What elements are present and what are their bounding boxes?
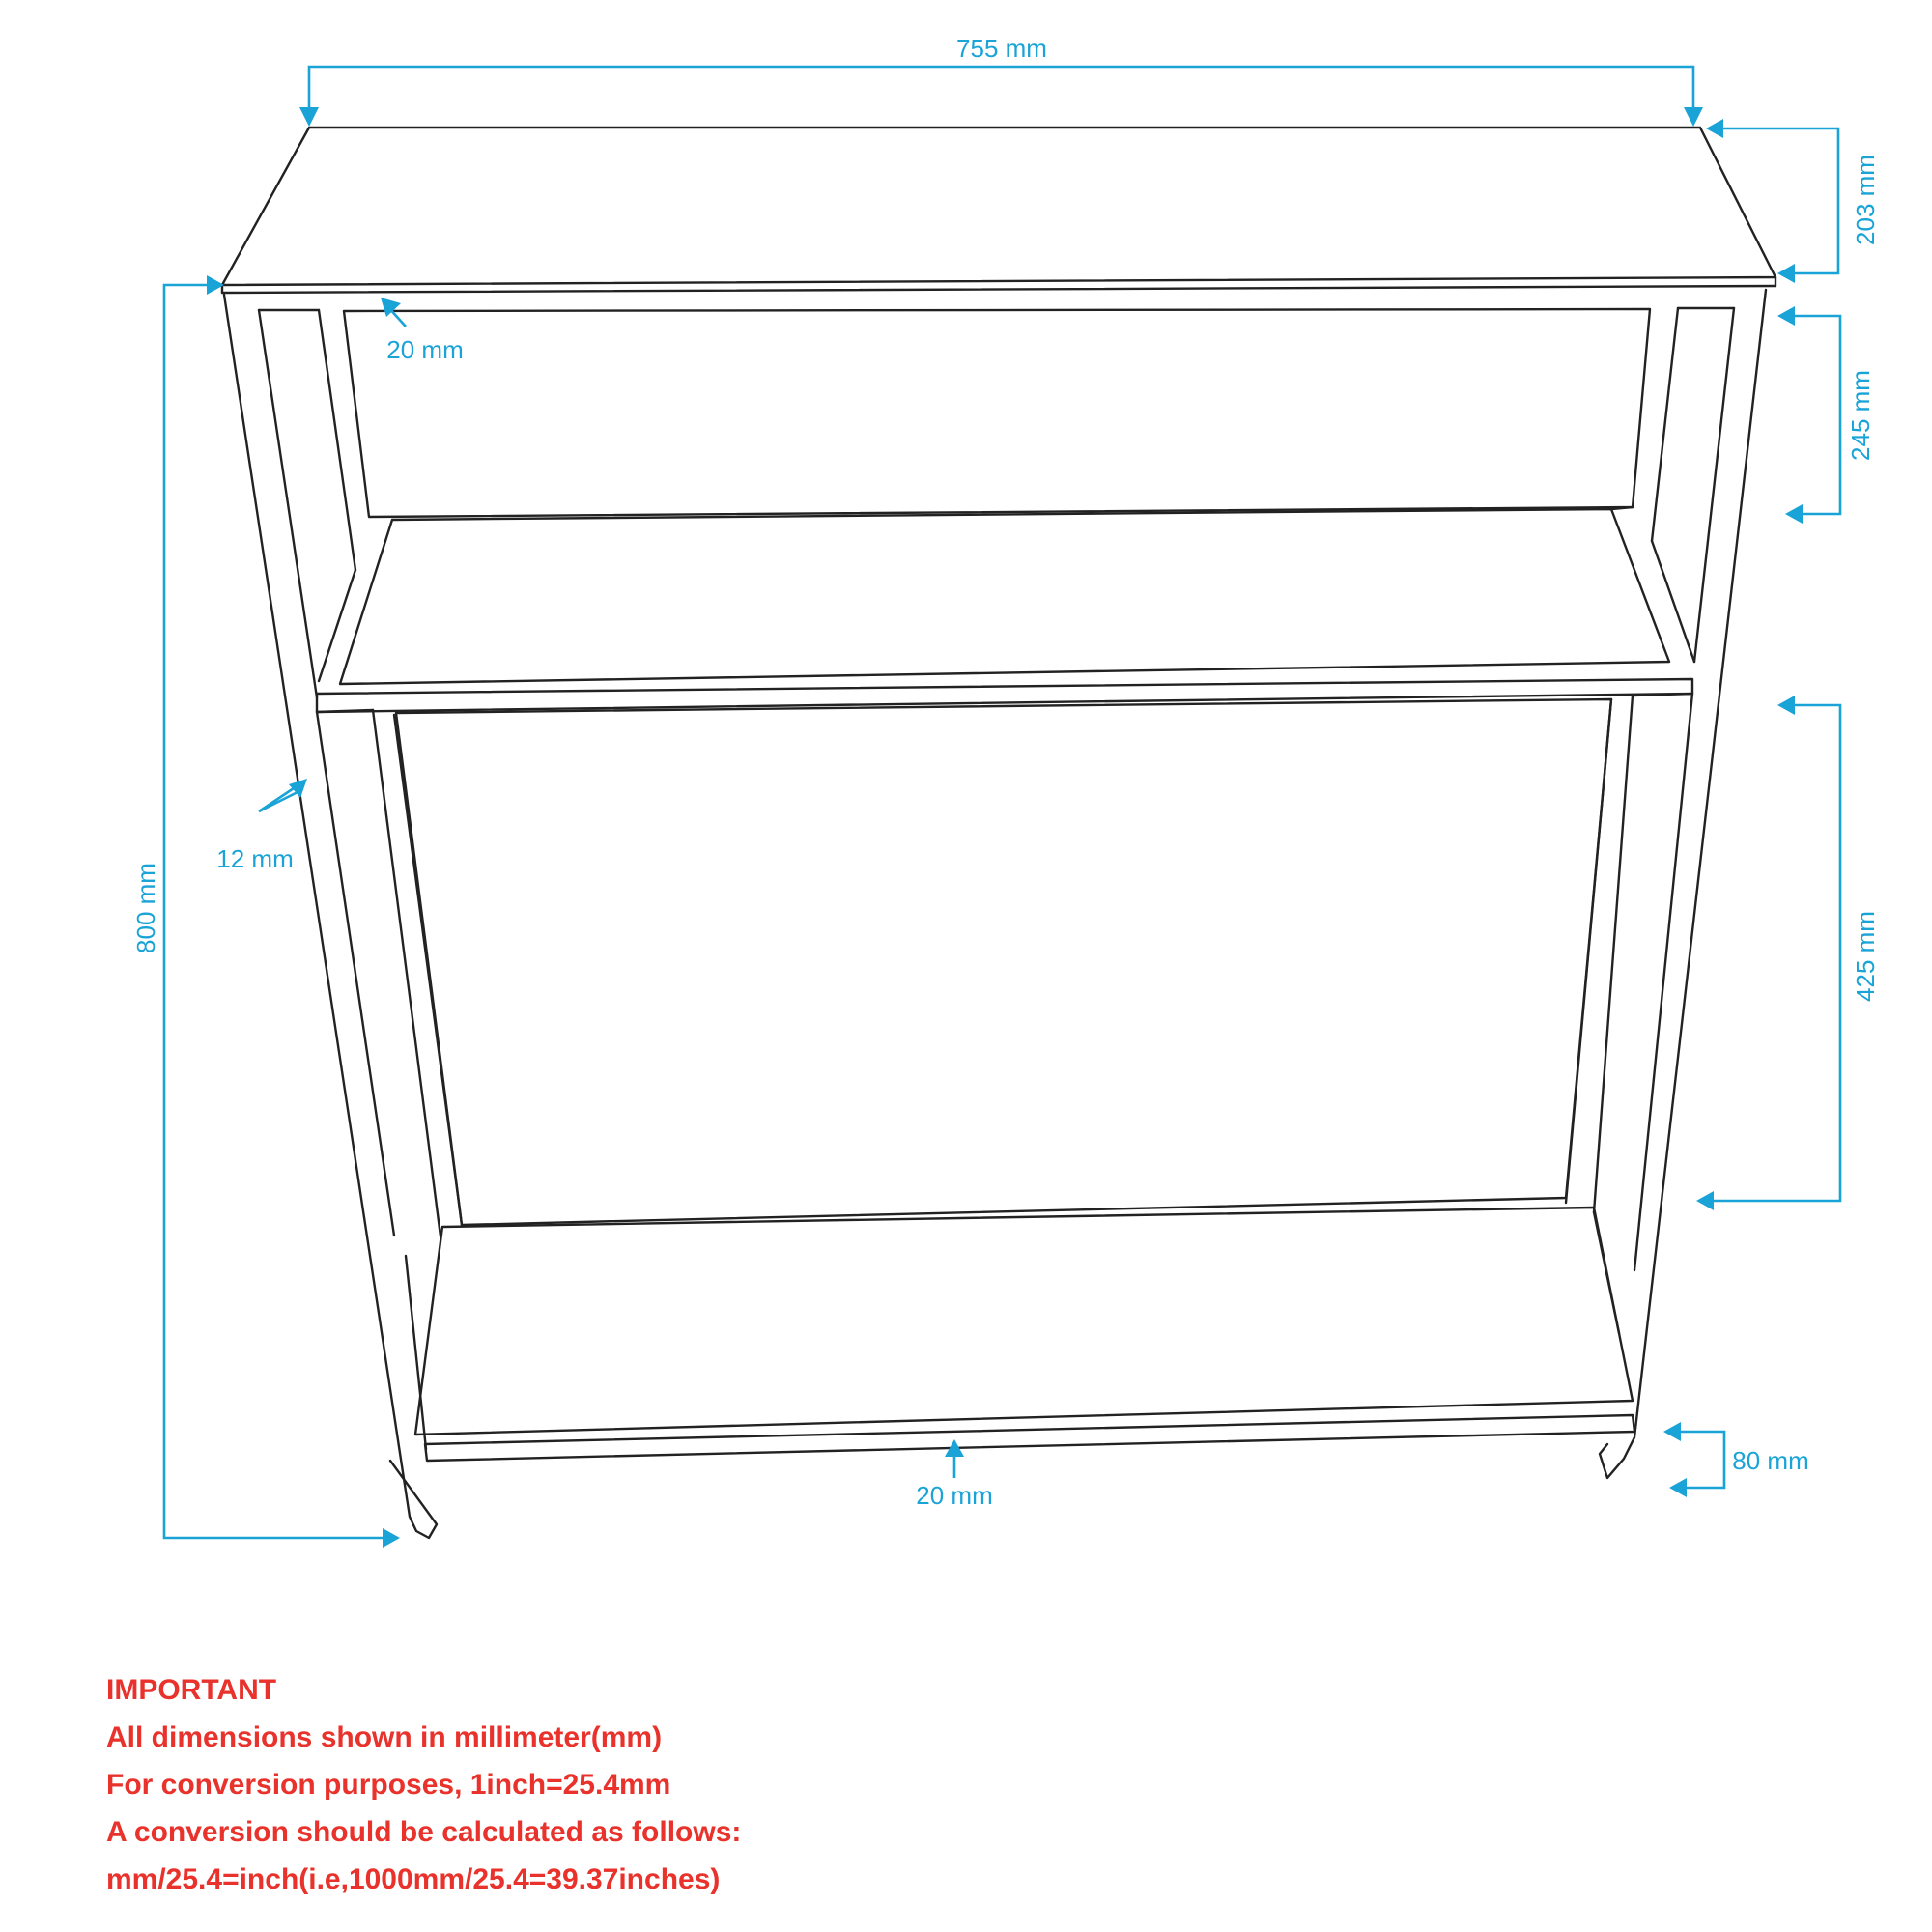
- dimension-labels: 755 mm 203 mm 20 mm 245 mm 12 mm 800 mm …: [131, 34, 1880, 1510]
- left-rear-leg: [404, 1254, 428, 1451]
- right-front-leg-lower: [1633, 692, 1694, 1272]
- lower-back-panel: [394, 697, 1613, 1227]
- arrow-right-icon: [383, 1528, 400, 1548]
- arrow-up-left-icon: [381, 298, 401, 317]
- left-front-leg-inner: [317, 308, 357, 572]
- label-total-height: 800 mm: [131, 863, 160, 953]
- right-front-leg-inner: [1692, 306, 1736, 664]
- left-front-leg: [222, 293, 439, 1540]
- left-rear-leg: [317, 568, 357, 683]
- label-top-thickness: 20 mm: [386, 335, 463, 364]
- notes-heading: IMPORTANT: [106, 1674, 277, 1706]
- conversion-notes: IMPORTANT All dimensions shown in millim…: [106, 1666, 1459, 1903]
- left-front-leg-lower: [371, 708, 442, 1238]
- dim-leg-thickness-line: [258, 782, 300, 813]
- label-top-depth: 203 mm: [1851, 155, 1880, 245]
- arrow-left-icon: [1706, 119, 1723, 138]
- table-top: [220, 126, 1777, 287]
- notes-line: All dimensions shown in millimeter(mm): [106, 1721, 663, 1753]
- table-top-underside: [220, 284, 1777, 295]
- notes-line: mm/25.4=inch(i.e,1000mm/25.4=39.37inches…: [106, 1863, 721, 1895]
- bottom-rail: [423, 1413, 1636, 1463]
- notes-line: For conversion purposes, 1inch=25.4mm: [106, 1769, 671, 1801]
- label-foot-clearance: 80 mm: [1732, 1446, 1808, 1475]
- label-lower-opening: 425 mm: [1851, 911, 1880, 1002]
- dim-foot-line: [1675, 1430, 1726, 1490]
- dim-width-line: [307, 65, 1695, 118]
- upper-shelf-edge: [1609, 505, 1634, 511]
- arrow-left-icon: [1777, 306, 1795, 326]
- dim-upper-opening-line: [1787, 314, 1842, 516]
- arrow-right-icon: [207, 275, 224, 295]
- label-upper-opening: 245 mm: [1846, 370, 1875, 461]
- right-front-leg-lower: [1592, 694, 1634, 1214]
- arrow-left-icon: [1669, 1478, 1687, 1497]
- right-front-leg-inner: [1650, 539, 1696, 664]
- arrow-left-icon: [1777, 264, 1795, 283]
- table-frame: [220, 126, 1777, 1540]
- dim-lower-opening-line: [1710, 703, 1842, 1203]
- dim-depth-line: [1718, 127, 1840, 275]
- dim-height-line: [162, 283, 384, 1540]
- left-front-leg-lower: [315, 710, 396, 1237]
- arrow-down-icon: [1684, 107, 1703, 127]
- dimension-lines: [162, 65, 1842, 1548]
- arrow-down-icon: [299, 107, 319, 127]
- notes-line: A conversion should be calculated as fol…: [106, 1816, 742, 1848]
- right-front-leg: [1598, 288, 1768, 1480]
- bottom-shelf: [413, 1206, 1634, 1436]
- arrow-left-icon: [1785, 504, 1803, 524]
- arrow-left-icon: [1696, 1191, 1714, 1210]
- arrow-left-icon: [1777, 696, 1795, 715]
- left-front-leg-inner: [257, 308, 319, 699]
- arrow-left-icon: [1663, 1422, 1681, 1441]
- right-front-leg-inner: [1650, 306, 1680, 543]
- top-apron: [342, 307, 1652, 519]
- arrow-up-right-icon: [289, 779, 307, 798]
- middle-rail: [315, 677, 1694, 714]
- upper-shelf: [338, 507, 1671, 686]
- label-top-width: 755 mm: [956, 34, 1047, 63]
- arrow-up-icon: [945, 1439, 964, 1457]
- label-leg-thickness: 12 mm: [216, 844, 293, 873]
- label-bottom-rail: 20 mm: [916, 1481, 992, 1510]
